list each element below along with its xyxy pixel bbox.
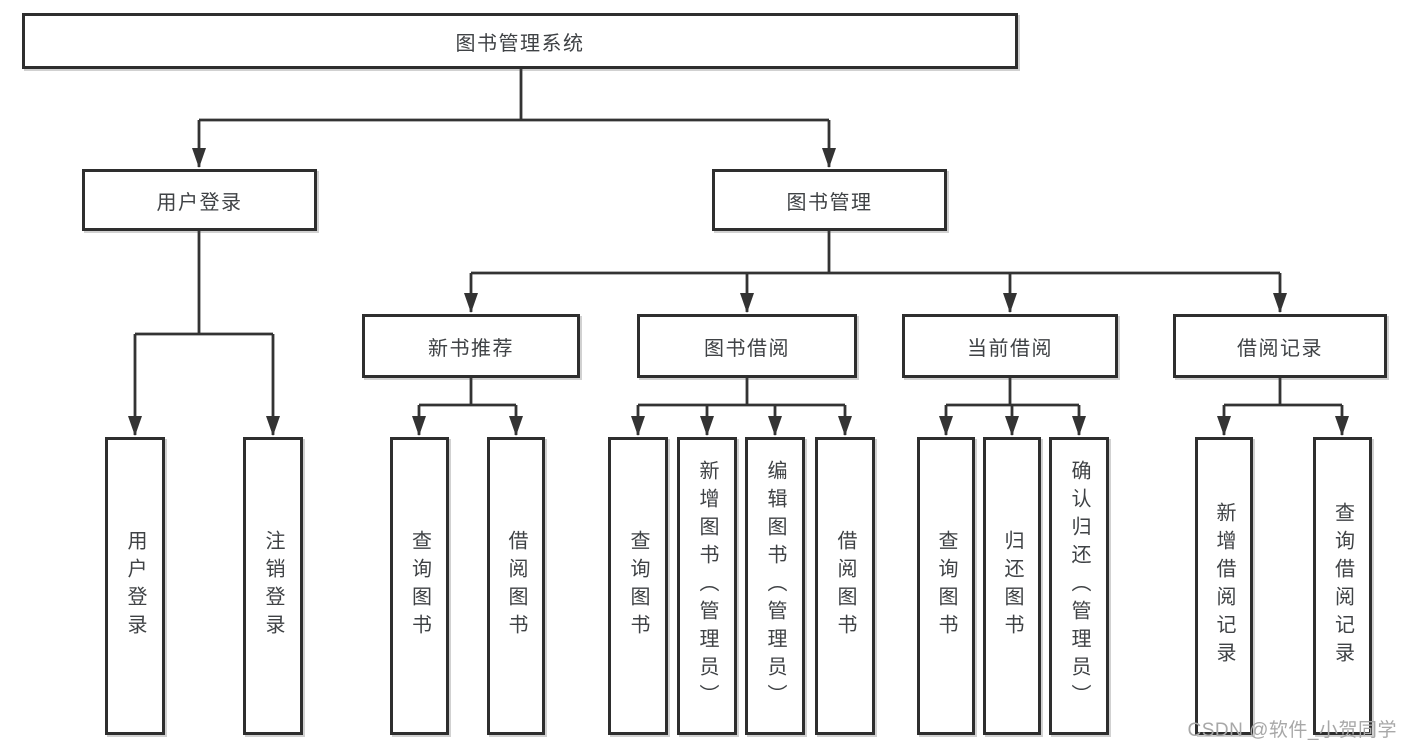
node-book-management: 图书管理 <box>712 169 947 231</box>
node-leaf-query-books-borrowing: 查询图书 <box>608 437 668 735</box>
node-leaf-edit-books-admin: 编辑图书（管理员） <box>745 437 805 735</box>
node-user-login: 用户登录 <box>82 169 317 231</box>
node-leaf-add-borrow-record: 新增借阅记录 <box>1195 437 1253 735</box>
node-book-borrowing: 图书借阅 <box>637 314 857 378</box>
node-leaf-borrow-books-recommend: 借阅图书 <box>487 437 545 735</box>
node-leaf-user-login: 用户登录 <box>105 437 165 735</box>
node-leaf-query-books-current: 查询图书 <box>917 437 975 735</box>
node-leaf-return-books: 归还图书 <box>983 437 1041 735</box>
node-leaf-query-books-recommend: 查询图书 <box>390 437 449 735</box>
node-leaf-confirm-return-admin: 确认归还（管理员） <box>1049 437 1109 735</box>
node-current-borrowing: 当前借阅 <box>902 314 1118 378</box>
node-library-management-system: 图书管理系统 <box>22 13 1018 69</box>
node-leaf-add-books-admin: 新增图书（管理员） <box>677 437 737 735</box>
node-leaf-logout: 注销登录 <box>243 437 303 735</box>
csdn-watermark: CSDN @软件_小贺同学 <box>1187 720 1397 741</box>
node-borrow-records: 借阅记录 <box>1173 314 1387 378</box>
node-leaf-query-borrow-record: 查询借阅记录 <box>1313 437 1372 735</box>
node-leaf-borrow-books: 借阅图书 <box>815 437 875 735</box>
node-new-book-recommend: 新书推荐 <box>362 314 580 378</box>
